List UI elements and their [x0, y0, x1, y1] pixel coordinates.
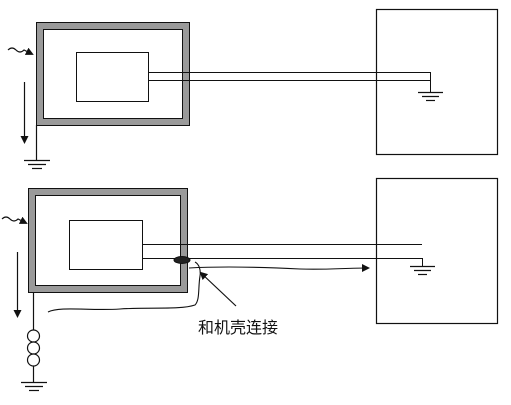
noise-wave-arrow-icon	[7, 47, 34, 55]
ground-symbol-icon	[21, 381, 47, 392]
ground-symbol-icon	[410, 258, 435, 276]
bottom-circuit: 和机壳连接	[1, 177, 499, 392]
top-inner-device-box	[76, 52, 149, 102]
bottom-inner-device-box	[69, 220, 143, 270]
shield-return-current-path	[188, 264, 370, 273]
top-circuit	[7, 8, 499, 170]
ground-symbol-icon	[418, 72, 443, 102]
annotation-label: 和机壳连接	[198, 318, 278, 337]
annotation-pointer-arrow	[199, 271, 237, 307]
bottom-remote-equipment-box	[375, 177, 499, 325]
noise-wave-arrow-icon	[1, 216, 28, 224]
shield-connection-clamp-icon	[173, 256, 191, 264]
coil-inductor-icon	[26, 329, 41, 367]
ground-symbol-icon	[24, 159, 50, 170]
top-remote-equipment-box	[375, 8, 499, 156]
shield-loop-current-path	[47, 261, 201, 313]
